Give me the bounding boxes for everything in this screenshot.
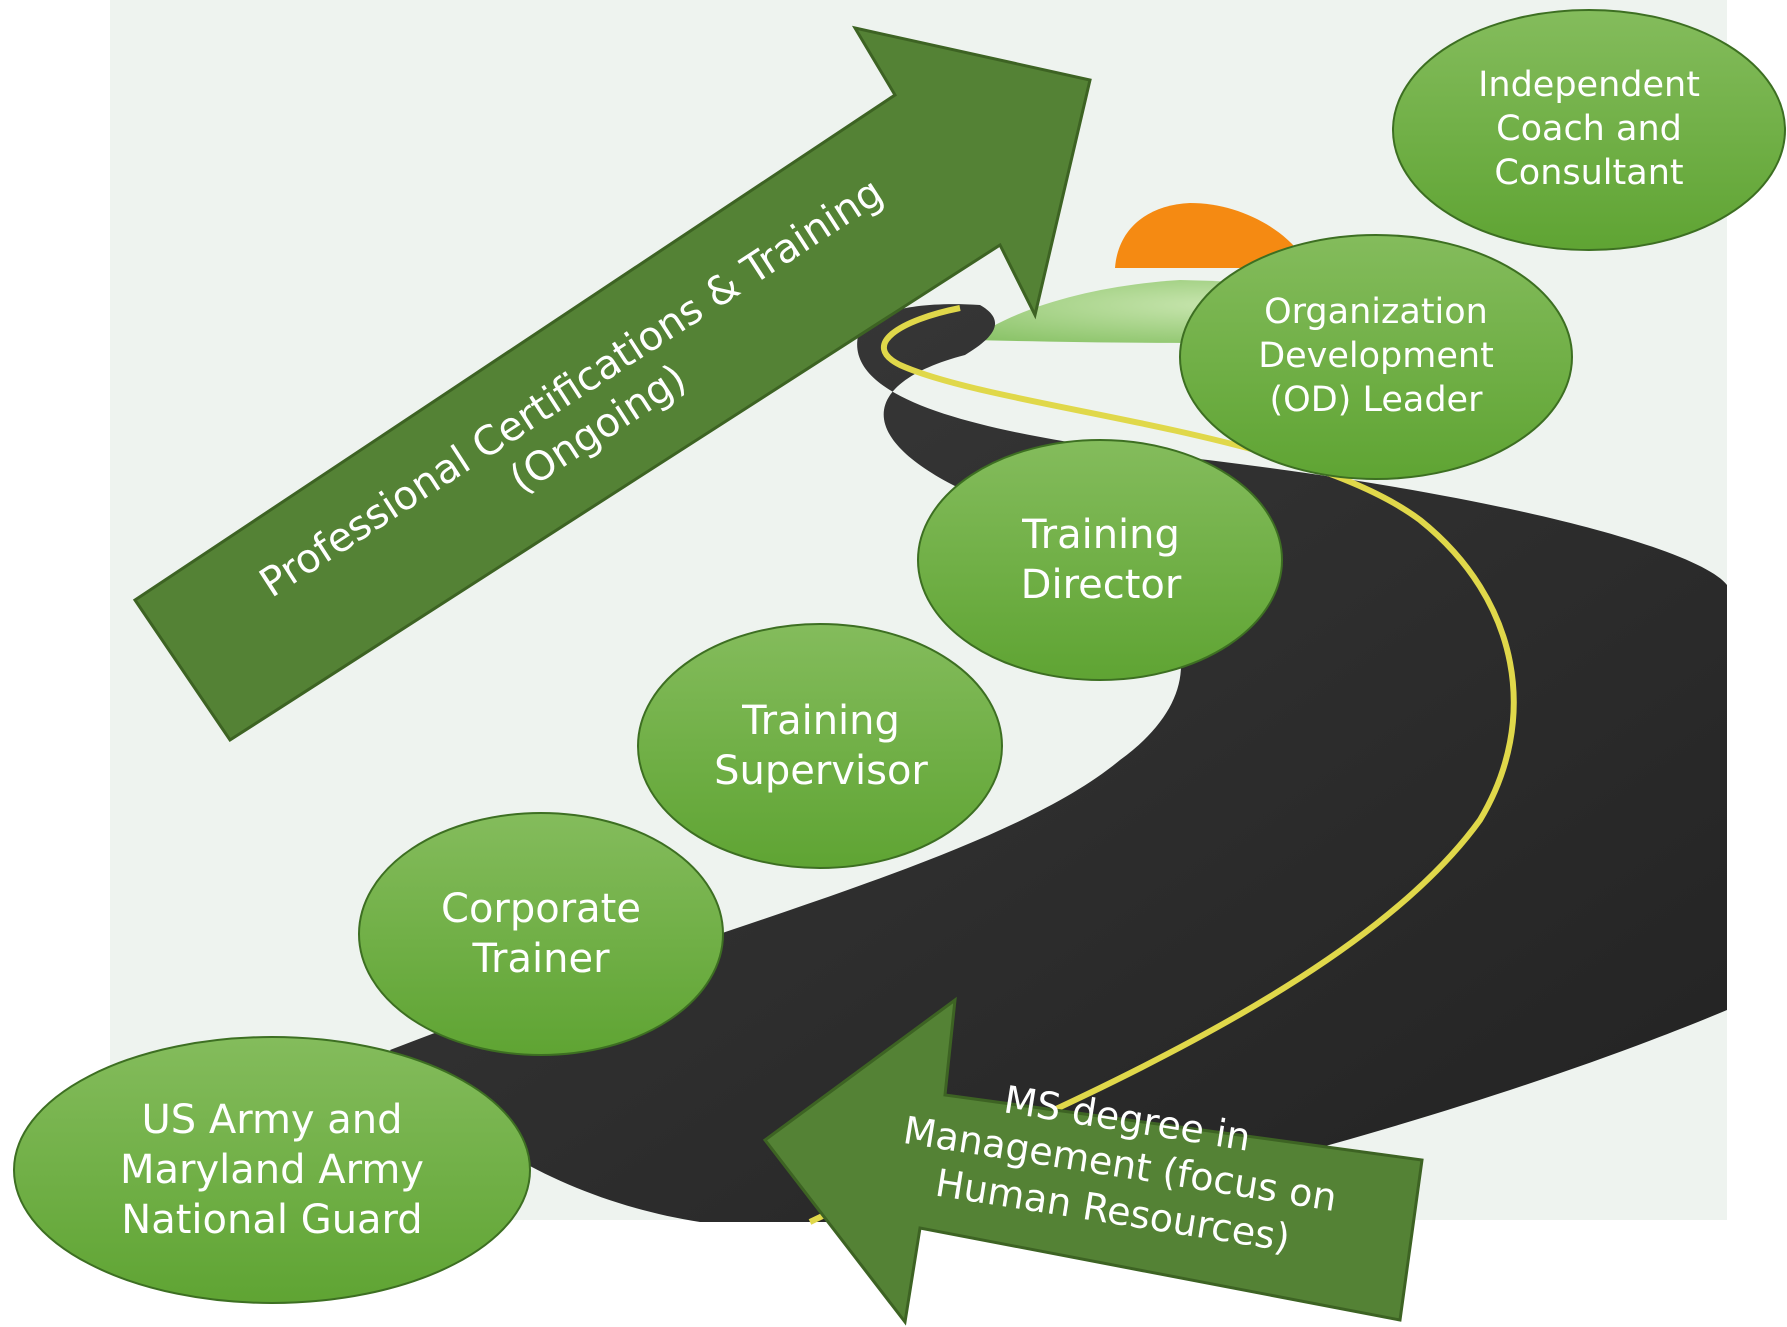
oval-od-leader [1179,234,1573,480]
career-step-coach-consultant-label: Independent Coach and Consultant [1478,65,1700,193]
oval-training-director [917,439,1283,681]
oval-army [13,1036,531,1304]
road [390,304,1727,1222]
career-step-od-leader-label: Organization Development (OD) Leader [1258,292,1494,420]
oval-corporate-trainer [358,812,724,1056]
career-step-army-label: US Army and Maryland Army National Guard [120,1097,424,1243]
road-center-line [808,305,1517,1225]
certifications-arrow [132,25,1092,743]
oval-coach-consultant [1392,9,1786,251]
sun-icon [1115,203,1310,268]
degree-arrow [762,996,1424,1326]
oval-training-supervisor [637,623,1003,869]
career-step-training-director-label: Training Director [1020,512,1182,608]
career-step-training-supervisor-label: Training Supervisor [714,698,928,794]
career-step-corporate-trainer-label: Corporate Trainer [441,886,641,982]
